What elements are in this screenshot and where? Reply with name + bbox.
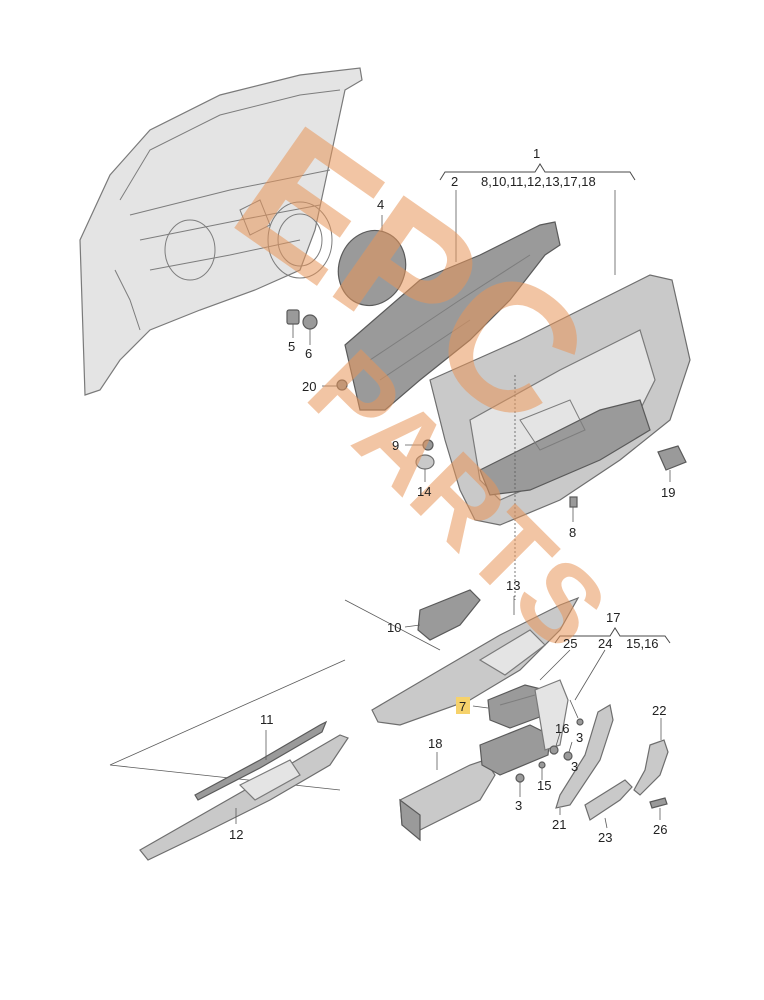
part-19-switch-cover xyxy=(657,445,687,482)
callout-20: 20 xyxy=(302,379,316,394)
switch-housing xyxy=(479,679,569,776)
callout-17-group: 15,16 xyxy=(626,636,659,651)
callout-7: 7 xyxy=(459,699,466,714)
part-22-trim-piece xyxy=(633,718,669,796)
callout-16: 16 xyxy=(555,721,569,736)
callout-17: 17 xyxy=(606,610,620,625)
callout-26: 26 xyxy=(653,822,667,837)
callout-1: 1 xyxy=(533,146,540,161)
group-bracket-1 xyxy=(439,163,636,181)
door-frame xyxy=(79,67,363,396)
part-8-screw xyxy=(569,496,578,522)
callout-7-highlight xyxy=(456,697,470,714)
part-18-door-trim xyxy=(429,190,691,526)
part-14-grommet xyxy=(415,454,435,482)
part-4-speaker-cover xyxy=(337,215,407,307)
part-18-armrest xyxy=(399,752,496,842)
callout-1-group: 8,10,11,12,13,17,18 xyxy=(481,174,596,189)
part-5-clip xyxy=(286,309,300,338)
part-24-25-leaders xyxy=(539,649,606,701)
part-26-clip xyxy=(649,797,668,820)
callout-11: 11 xyxy=(260,712,274,727)
callout-19: 19 xyxy=(661,485,675,500)
part-9-clip xyxy=(405,439,434,451)
callout-3-c: 3 xyxy=(576,730,583,745)
callout-25: 25 xyxy=(563,636,577,651)
callout-23: 23 xyxy=(598,830,612,845)
callout-18: 18 xyxy=(428,736,442,751)
part-3-screw-b xyxy=(563,741,573,761)
callout-12: 12 xyxy=(229,827,243,842)
part-13-armrest-trim xyxy=(371,596,580,726)
callout-8: 8 xyxy=(569,525,576,540)
callout-15: 15 xyxy=(537,778,551,793)
part-3-screw-c xyxy=(569,699,584,726)
part-16-screw xyxy=(549,732,561,755)
callout-22: 22 xyxy=(652,703,666,718)
part-23-trim-strip xyxy=(584,779,633,829)
callout-9: 9 xyxy=(392,438,399,453)
callout-10: 10 xyxy=(387,620,401,635)
part-12-lower-trim xyxy=(139,734,349,861)
callout-14: 14 xyxy=(417,484,431,499)
callout-3-b: 3 xyxy=(571,759,578,774)
part-11-trim-strip xyxy=(194,720,328,801)
callout-5: 5 xyxy=(288,339,295,354)
part-21-trim-strip xyxy=(555,704,614,815)
part-10-handle-insert xyxy=(404,589,481,641)
part-20-clip xyxy=(322,379,348,391)
part-3-screw-a xyxy=(515,773,525,797)
callout-6: 6 xyxy=(305,346,312,361)
part-2-carrier xyxy=(344,190,561,411)
assembly-lines xyxy=(109,375,516,791)
part-6-clip xyxy=(302,314,318,345)
callout-4: 4 xyxy=(377,197,384,212)
part-15-screw xyxy=(538,761,546,780)
callout-3-a: 3 xyxy=(515,798,522,813)
callout-labels: 1 2 8,10,11,12,13,17,18 4 5 6 20 9 14 19… xyxy=(229,146,675,845)
callout-21: 21 xyxy=(552,817,566,832)
group-bracket-17 xyxy=(554,627,671,644)
callout-13: 13 xyxy=(506,578,520,593)
callout-2: 2 xyxy=(451,174,458,189)
callout-24: 24 xyxy=(598,636,612,651)
